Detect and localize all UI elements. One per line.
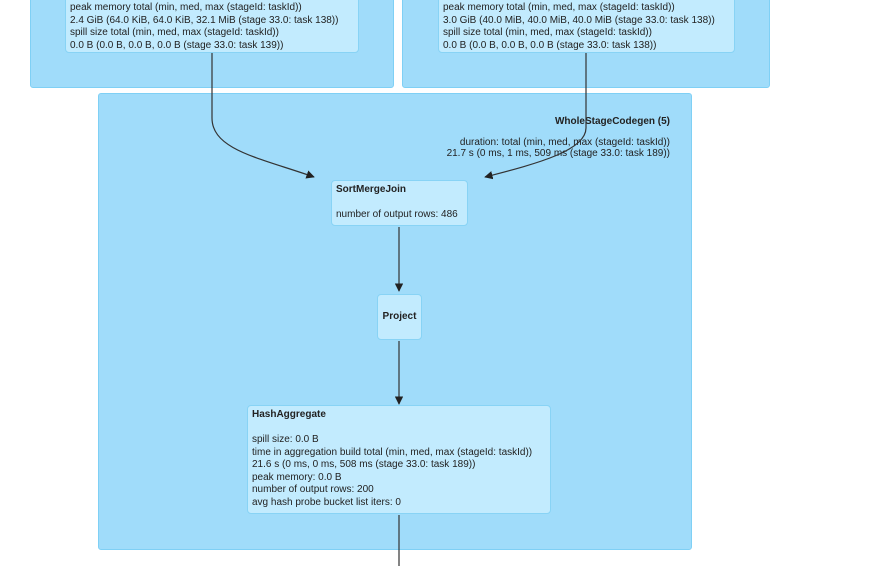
node-line: spill size total (min, med, max (stageId… xyxy=(70,27,279,38)
node-line: 3.0 GiB (40.0 MiB, 40.0 MiB, 40.0 MiB (s… xyxy=(443,14,715,26)
sort-merge-join-node[interactable]: SortMergeJoin number of output rows: 486 xyxy=(331,180,468,226)
node-line: peak memory: 0.0 B xyxy=(252,471,342,483)
node-line: 0.0 B (0.0 B, 0.0 B, 0.0 B (stage 33.0: … xyxy=(443,39,657,51)
node-line: number of output rows: 200 xyxy=(252,484,374,495)
hash-aggregate-node[interactable]: HashAggregate spill size: 0.0 B time in … xyxy=(247,405,551,514)
top-right-metrics-node[interactable]: peak memory total (min, med, max (stageI… xyxy=(438,0,735,53)
codegen-title: WholeStageCodegen (5) xyxy=(554,116,670,127)
node-title: HashAggregate xyxy=(252,409,326,420)
node-line: spill size total (min, med, max (stageId… xyxy=(443,27,652,38)
node-line: 2.4 GiB (64.0 KiB, 64.0 KiB, 32.1 MiB (s… xyxy=(70,14,339,26)
node-line: time in aggregation build total (min, me… xyxy=(252,446,533,458)
node-line: spill size: 0.0 B xyxy=(252,434,319,445)
node-title: SortMergeJoin xyxy=(336,184,407,195)
codegen-duration-value: 21.7 s (0 ms, 1 ms, 509 ms (stage 33.0: … xyxy=(446,148,670,159)
node-line: avg hash probe bucket list iters: 0 xyxy=(252,496,401,508)
top-left-metrics-node[interactable]: peak memory total (min, med, max (stageI… xyxy=(65,0,359,53)
node-line: 0.0 B (0.0 B, 0.0 B, 0.0 B (stage 33.0: … xyxy=(70,39,284,51)
codegen-duration-label: duration: total (min, med, max (stageId:… xyxy=(459,137,670,148)
node-line: peak memory total (min, med, max (stageI… xyxy=(443,2,675,13)
codegen-cluster-label: WholeStageCodegen (5) duration: total (m… xyxy=(447,116,670,159)
node-line: number of output rows: 486 xyxy=(336,209,458,220)
node-line: 21.6 s (0 ms, 0 ms, 508 ms (stage 33.0: … xyxy=(252,459,476,470)
node-title: Project xyxy=(382,310,417,322)
project-node[interactable]: Project xyxy=(377,294,422,340)
node-line: peak memory total (min, med, max (stageI… xyxy=(70,2,302,13)
